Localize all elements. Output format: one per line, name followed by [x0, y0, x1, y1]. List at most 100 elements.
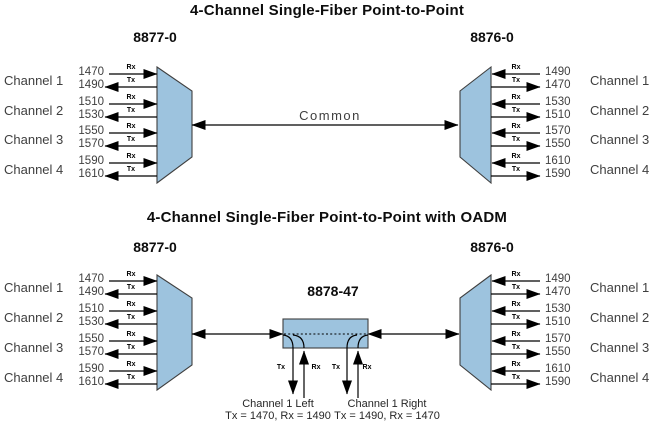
oadm-port-label-rx: Rx	[311, 364, 321, 371]
wavelength-rx: 1550	[78, 333, 104, 345]
wavelength-tx: 1530	[78, 109, 104, 121]
wavelength-rx: 1510	[78, 96, 104, 108]
wavelength-tx: 1570	[78, 138, 104, 150]
channel-name: Channel 2	[590, 103, 650, 118]
wavelength-tx: 1550	[545, 138, 571, 150]
channel-name: Channel 4	[4, 162, 64, 177]
oadm-box-shape	[282, 318, 369, 349]
right-drop-label: Channel 1 Right Tx = 1490, Rx = 1470	[327, 398, 447, 422]
port-label-rx: Rx	[511, 64, 521, 71]
channel-name: Channel 2	[4, 310, 64, 325]
port-label-rx: Rx	[511, 271, 521, 278]
port-label-tx: Tx	[511, 284, 521, 291]
port-label-rx: Rx	[126, 123, 136, 130]
channel-name: Channel 1	[590, 73, 650, 88]
top-right-device-label: 8876-0	[470, 29, 514, 45]
wavelength-rx: 1550	[78, 125, 104, 137]
port-label-tx: Tx	[126, 344, 136, 351]
wavelength-rx: 1470	[78, 66, 104, 78]
port-label-tx: Tx	[126, 314, 136, 321]
port-label-tx: Tx	[511, 107, 521, 114]
port-label-tx: Tx	[126, 284, 136, 291]
channel-name: Channel 1	[4, 280, 64, 295]
port-label-tx: Tx	[126, 107, 136, 114]
port-label-tx: Tx	[511, 77, 521, 84]
port-label-tx: Tx	[511, 166, 521, 173]
left-drop-detail: Tx = 1470, Rx = 1490	[225, 410, 331, 422]
port-label-rx: Rx	[511, 301, 521, 308]
wavelength-rx: 1530	[545, 303, 571, 315]
port-label-rx: Rx	[126, 94, 136, 101]
wavelength-rx: 1490	[545, 273, 571, 285]
wavelength-tx: 1610	[78, 376, 104, 388]
port-label-rx: Rx	[126, 64, 136, 71]
wavelength-tx: 1590	[545, 168, 571, 180]
port-label-tx: Tx	[511, 136, 521, 143]
port-label-rx: Rx	[511, 331, 521, 338]
port-label-tx: Tx	[511, 374, 521, 381]
channel-name: Channel 4	[4, 370, 64, 385]
port-label-rx: Rx	[511, 123, 521, 130]
left-drop-label: Channel 1 Left Tx = 1470, Rx = 1490	[218, 398, 338, 422]
wavelength-rx: 1530	[545, 96, 571, 108]
top-diagram-title: 4-Channel Single-Fiber Point-to-Point	[189, 2, 465, 19]
mux-8877-bottom-shape	[156, 273, 193, 392]
bottom-left-device-label: 8877-0	[133, 239, 177, 255]
mux-8876-bottom-shape	[459, 273, 492, 392]
wavelength-tx: 1490	[78, 286, 104, 298]
oadm-drop-curves	[282, 334, 369, 349]
channel-arrows-bottom-right	[491, 276, 541, 389]
port-label-tx: Tx	[126, 77, 136, 84]
wavelength-tx: 1510	[545, 316, 571, 328]
wavelength-rx: 1590	[78, 155, 104, 167]
channel-name: Channel 2	[590, 310, 650, 325]
wavelength-rx: 1470	[78, 273, 104, 285]
wavelength-tx: 1510	[545, 109, 571, 121]
port-label-rx: Rx	[511, 94, 521, 101]
port-label-tx: Tx	[126, 136, 136, 143]
channel-name: Channel 3	[4, 132, 64, 147]
oadm-drop-arrows	[288, 348, 363, 398]
wavelength-tx: 1550	[545, 346, 571, 358]
port-label-rx: Rx	[126, 301, 136, 308]
channel-arrows-top-left	[104, 69, 158, 181]
oadm-port-label-tx: Tx	[331, 364, 341, 371]
channel-name: Channel 3	[590, 340, 650, 355]
mux-8876-top-shape	[459, 65, 492, 185]
wavelength-rx: 1570	[545, 333, 571, 345]
oadm-port-label-rx: Rx	[362, 364, 372, 371]
wavelength-tx: 1490	[78, 79, 104, 91]
channel-name: Channel 4	[590, 370, 650, 385]
channel-name: Channel 3	[4, 340, 64, 355]
right-drop-detail: Tx = 1490, Rx = 1470	[334, 410, 440, 422]
port-label-rx: Rx	[126, 331, 136, 338]
channel-name: Channel 1	[590, 280, 650, 295]
port-label-rx: Rx	[511, 153, 521, 160]
oadm-port-label-tx: Tx	[276, 364, 286, 371]
port-label-tx: Tx	[511, 314, 521, 321]
oadm-device-label: 8878-47	[307, 283, 359, 299]
wavelength-rx: 1610	[545, 363, 571, 375]
bottom-diagram-title: 4-Channel Single-Fiber Point-to-Point wi…	[146, 209, 508, 226]
wavelength-rx: 1570	[545, 125, 571, 137]
port-label-rx: Rx	[126, 153, 136, 160]
channel-arrows-top-right	[491, 69, 541, 181]
wavelength-tx: 1470	[545, 286, 571, 298]
wavelength-rx: 1610	[545, 155, 571, 167]
port-label-rx: Rx	[126, 271, 136, 278]
top-left-device-label: 8877-0	[133, 29, 177, 45]
left-drop-name: Channel 1 Left	[242, 398, 314, 410]
port-label-tx: Tx	[126, 166, 136, 173]
port-label-rx: Rx	[126, 361, 136, 368]
channel-name: Channel 1	[4, 73, 64, 88]
common-label: Common	[299, 108, 361, 123]
wavelength-tx: 1590	[545, 376, 571, 388]
wavelength-rx: 1590	[78, 363, 104, 375]
channel-name: Channel 3	[590, 132, 650, 147]
channel-name: Channel 2	[4, 103, 64, 118]
port-label-rx: Rx	[511, 361, 521, 368]
channel-arrows-bottom-left	[104, 276, 158, 389]
port-label-tx: Tx	[511, 344, 521, 351]
channel-name: Channel 4	[590, 162, 650, 177]
